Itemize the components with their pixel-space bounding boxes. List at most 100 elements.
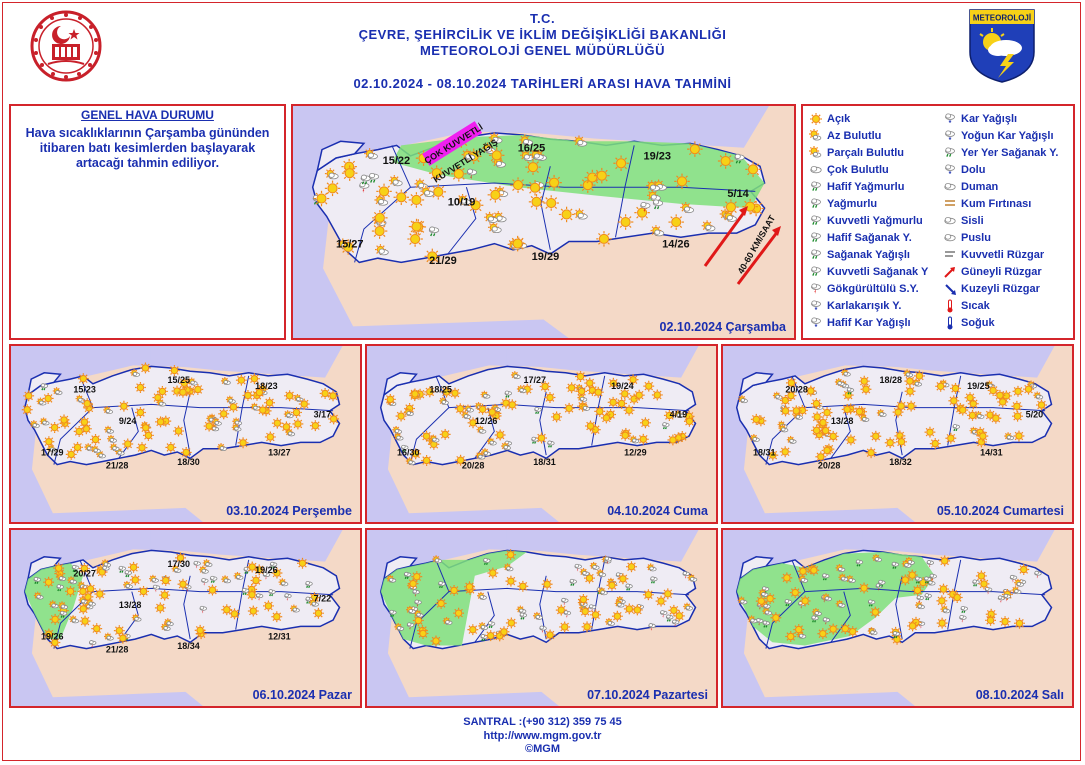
sun-icon	[505, 617, 517, 629]
partly-cloudy-icon	[30, 420, 40, 429]
sun-icon	[827, 430, 839, 442]
legend-label: Sağanak Yağışlı	[827, 249, 910, 261]
day-map-4-temp-label: 17/30	[168, 559, 191, 569]
partly-cloudy-icon	[406, 605, 416, 614]
sun-icon	[742, 198, 758, 215]
partly-cloudy-icon	[533, 611, 543, 620]
rain-icon	[305, 581, 313, 589]
rain-icon	[625, 583, 633, 591]
sun-icon	[395, 410, 407, 422]
sun-icon	[263, 600, 274, 612]
legend-item: Parçalı Bulutlu	[809, 145, 904, 161]
thunderstorm-icon	[539, 625, 547, 634]
partly-cloudy-icon	[149, 574, 159, 583]
day-map-4-temp-label: 7/22	[314, 594, 332, 604]
day-map-2-temp-label: 18/25	[429, 384, 452, 394]
footer-url[interactable]: http://www.mgm.gov.tr	[483, 730, 602, 742]
sun-icon	[271, 611, 283, 623]
sun-icon	[613, 155, 629, 172]
sun-icon	[235, 374, 247, 386]
sun-icon	[113, 625, 125, 637]
main-map-temp-label: 15/27	[336, 238, 364, 250]
sun-icon	[896, 436, 907, 448]
rain-icon	[972, 579, 980, 587]
day-panel-6: 08.10.2024 Salı	[721, 528, 1074, 708]
rain-icon	[822, 573, 830, 581]
sun-icon	[1012, 410, 1024, 422]
sun-icon	[410, 448, 422, 460]
partly-cloudy-icon	[131, 613, 142, 622]
partly-cloudy-icon	[687, 573, 698, 582]
partly-cloudy-icon	[56, 573, 67, 582]
legend-item: Kuvvetli Rüzgar	[943, 247, 1044, 263]
sun-icon	[408, 218, 425, 235]
thunderstorm-icon	[561, 597, 569, 606]
partly-cloudy-icon	[577, 393, 588, 402]
sun-icon	[785, 631, 797, 642]
day-map-2-black-sea	[506, 346, 699, 378]
sun-icon	[607, 377, 619, 389]
partly-cloudy-icon	[646, 180, 661, 192]
sun-icon	[257, 404, 269, 416]
sun-icon	[142, 429, 154, 441]
day-map-3-temp-label: 20/28	[818, 460, 841, 470]
legend-label: Sisli	[961, 215, 984, 227]
sun-icon	[21, 404, 33, 416]
south-wind-icon	[944, 267, 955, 278]
thunderstorm-icon	[916, 595, 924, 604]
partly-cloudy-icon	[123, 580, 133, 589]
sun-icon	[324, 180, 341, 197]
sun-icon	[817, 628, 829, 640]
light-rain-icon	[811, 181, 821, 191]
day-date-label: 04.10.2024 Cuma	[607, 504, 708, 518]
partly-cloudy-icon	[838, 573, 849, 582]
day-map-6-region-line	[830, 591, 851, 643]
legend-label: Çok Bulutlu	[827, 164, 889, 176]
partly-cloudy-icon	[520, 149, 534, 161]
legend-item: Yağmurlu	[809, 196, 877, 212]
sun-icon	[990, 412, 1002, 424]
sun-icon	[884, 437, 896, 449]
legend-item: *Kar Yağışlı	[943, 111, 1017, 127]
sun-icon	[627, 374, 639, 386]
main-map-region-line	[410, 182, 756, 192]
partly-cloudy-icon	[809, 146, 822, 158]
sun-icon	[65, 585, 76, 597]
sun-icon	[939, 555, 951, 567]
partly-cloudy-icon	[104, 425, 115, 434]
partly-cloudy-icon	[758, 589, 769, 597]
legend-item: Güneyli Rüzgar	[943, 264, 1042, 280]
sun-icon	[221, 604, 233, 616]
sun-icon	[1036, 399, 1047, 411]
sun-icon	[455, 454, 467, 466]
day-map-6-region-line	[765, 559, 806, 649]
sun-icon	[617, 573, 629, 585]
day-map-1-region-line	[53, 375, 94, 465]
thunderstorm-icon	[102, 565, 110, 574]
sun-icon	[770, 612, 782, 624]
sun-icon	[449, 387, 461, 399]
svg-text:*: *	[815, 324, 818, 330]
partly-cloudy-icon	[52, 387, 63, 396]
sun-icon	[528, 194, 545, 210]
day-date-label: 03.10.2024 Perşembe	[226, 504, 352, 518]
sun-icon	[1014, 617, 1025, 629]
legend-label: Puslu	[961, 232, 991, 244]
partly-cloudy-icon	[67, 576, 78, 585]
partly-cloudy-icon	[1004, 432, 1015, 441]
sun-icon	[203, 420, 215, 432]
legend-item: *Yoğun Kar Yağışlı	[943, 128, 1054, 144]
legend-item: Hafif Sağanak Y.	[809, 230, 912, 246]
sun-icon	[486, 406, 498, 418]
day-map-3-black-sea	[862, 346, 1055, 378]
sun-icon	[180, 447, 192, 458]
legend-item: Duman	[943, 179, 998, 195]
sun-icon	[606, 579, 618, 591]
sun-icon	[454, 403, 466, 415]
shower-icon	[811, 249, 821, 259]
legend-label: Gökgürültülü S.Y.	[827, 283, 919, 295]
sun-icon	[372, 210, 388, 226]
rain-icon	[209, 575, 218, 583]
